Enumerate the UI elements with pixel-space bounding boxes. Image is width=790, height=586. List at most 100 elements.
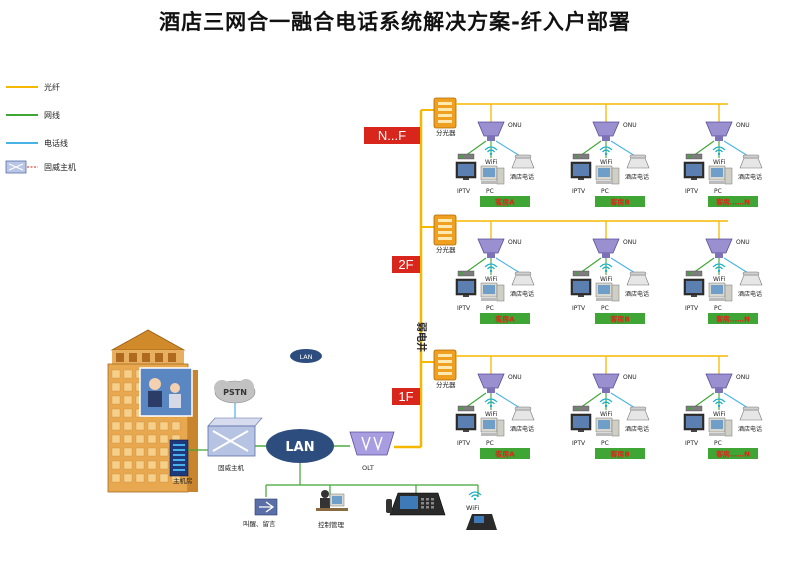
tel-cable-0-1 [610,140,636,157]
videophone-key [431,502,434,505]
wifi-arc-inner [602,149,610,153]
wifi-arc-outer [712,263,726,268]
wifi-label-0-2: WiFi [713,159,725,166]
tv-stand [578,295,584,297]
pc-tower [724,284,733,302]
operator-body [320,498,330,508]
tv-stand [691,295,697,297]
iptv-icon-2-0 [455,413,477,432]
building-window [123,395,133,405]
switch-led [688,407,691,410]
onu-base [715,388,723,393]
server-led [173,454,185,456]
floor-tag-2: 1F [398,389,413,404]
pc-screen [711,168,723,177]
net-cable-tv-0-2 [692,140,715,157]
wifi-arc-outer [712,146,726,151]
wifi-arc-inner [487,401,495,405]
room-badge-bg-0-1 [595,196,645,207]
building-crown-window [129,353,137,362]
building-window [147,434,157,444]
photo-person-body-2 [169,394,181,408]
wakeup-device-icon [254,498,278,516]
iptv-box-icon-1-2 [685,270,703,277]
splitter-label-2: 分光器 [436,380,456,389]
hotel-building-icon [107,329,198,493]
videophone-key [426,506,429,509]
switch-body [685,405,703,412]
tel-cable-2-2 [723,392,749,409]
splitter-port [438,231,452,234]
wifi-arc-inner [487,266,495,270]
switch-led [688,272,691,275]
pc-keyboard [596,298,612,301]
iptv-label-0-2: IPTV [685,188,699,195]
room-badge-1-2: 客房……N [715,315,750,324]
legend-label-1: 网线 [44,110,60,120]
building-window [111,395,121,405]
onu-body [477,121,505,137]
splitter-label-0: 分光器 [436,128,456,137]
phone-label-2-0: 酒店电话 [510,425,534,433]
net-cable-tv-1-0 [464,257,487,274]
wifi-arc-outer [599,146,613,151]
splitter-port [438,225,452,228]
wifi-arc-outer [468,491,482,496]
building-window [159,434,169,444]
videophone-screen [400,496,418,509]
host-arrows [212,430,249,452]
wifi-label-1-1: WiFi [600,276,612,283]
onu-body [705,121,733,137]
phone-handset [514,406,532,411]
room-badge-0-0: 客房A [494,198,515,207]
photo-person-body [148,391,162,407]
onu-icon-1-2 [705,238,733,258]
pstn-cloud-icon [214,379,256,404]
splitter-icon-2 [433,349,457,381]
phone-body [739,409,763,421]
onu-label-2-0: ONU [508,374,522,381]
wifi-dot [604,269,608,273]
wifi-label-2-0: WiFi [485,411,497,418]
room-badge-0-1: 客房B [609,198,629,207]
tv-screen [458,164,474,176]
room-badge-2-1: 客房B [609,450,629,459]
phone-handset [629,154,647,159]
building-window [123,408,133,418]
videophone-key [421,498,424,501]
building-window [159,421,169,431]
building-window [147,447,157,457]
floor-tag-bg-2 [392,388,420,405]
switch-body [685,153,703,160]
olt-icon [349,431,395,456]
pc-tower [496,167,505,185]
riser-label: 弱电井 [415,322,428,352]
floor-tag-bg-0 [364,127,420,144]
pc-tower [611,284,620,302]
tv-stand [578,430,584,432]
building-window [111,382,121,392]
building-window [135,434,145,444]
tel-cable-2-0 [495,392,521,409]
onu-base [602,253,610,258]
building-window [135,460,145,470]
phone-icon-0-1 [626,154,650,169]
onu-base [715,136,723,141]
videophone-key [421,506,424,509]
room-badge-2-0: 客房A [494,450,515,459]
tv-screen [573,416,589,428]
tv-stand [691,178,697,180]
splitter-port [438,360,452,363]
videophone-key [421,502,424,505]
tv-stand [463,430,469,432]
iptv-box-icon-1-0 [457,270,475,277]
phone-body [626,157,650,169]
tel-cable-1-0 [495,257,521,274]
pc-label-2-0: PC [486,440,494,447]
onu-label-2-1: ONU [623,374,637,381]
pc-label-1-0: PC [486,305,494,312]
pc-label-1-2: PC [714,305,722,312]
onu-body [705,373,733,389]
splitter-icon-0 [433,97,457,129]
